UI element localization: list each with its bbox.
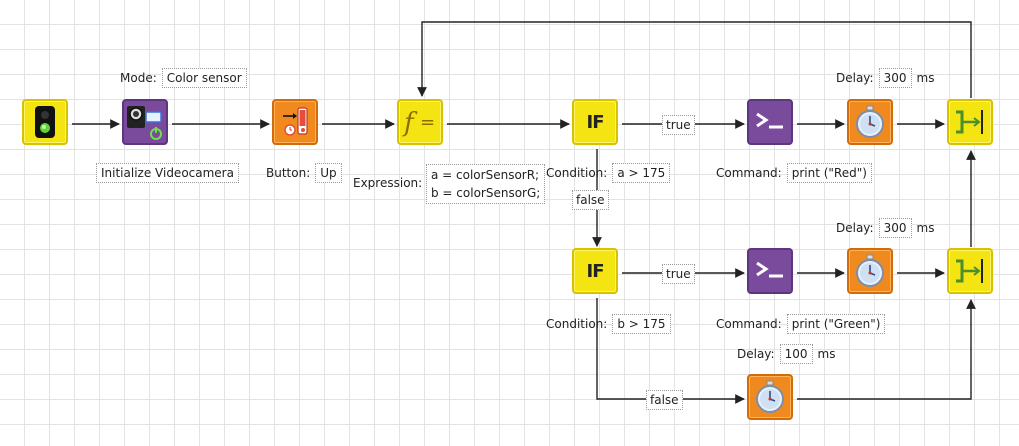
expression-block[interactable]: f = — [397, 99, 443, 145]
init-videocamera-block[interactable] — [122, 99, 168, 145]
if2-condition-label: Condition: b > 175 — [546, 314, 671, 334]
delay3-value[interactable]: 100 — [779, 344, 813, 364]
button-block[interactable] — [272, 99, 318, 145]
wire-loop-back — [417, 21, 972, 98]
cmd1-label: Command: print ("Red") — [716, 163, 872, 183]
merge-icon — [956, 259, 983, 283]
stopwatch-icon — [856, 105, 884, 138]
command-block-2[interactable] — [747, 248, 793, 294]
edge-if2-true: true — [662, 264, 695, 284]
delay1-label: Delay: 300 ms — [836, 68, 934, 88]
if-block-1[interactable]: IF — [572, 99, 618, 145]
expression-line-2: b = colorSensorG; — [431, 186, 541, 200]
delay2-label: Delay: 300 ms — [836, 218, 934, 238]
if-block-2[interactable]: IF — [572, 248, 618, 294]
if1-condition-value[interactable]: a > 175 — [612, 163, 671, 183]
wire-if2-delay3 — [596, 298, 745, 404]
expression-value[interactable]: a = colorSensorR; b = colorSensorG; — [426, 164, 546, 204]
init-mode-label: Mode: Color sensor — [120, 68, 247, 88]
terminal-icon — [756, 261, 783, 278]
cmd1-value[interactable]: print ("Red") — [786, 163, 872, 183]
merge-block-1[interactable] — [947, 99, 993, 145]
traffic-light-icon — [35, 106, 55, 138]
delay2-unit: ms — [916, 221, 935, 235]
if-icon: IF — [586, 260, 605, 282]
delay1-unit: ms — [916, 71, 935, 85]
delay-block-3[interactable] — [747, 374, 793, 420]
delay-block-2[interactable] — [847, 248, 893, 294]
delay2-value[interactable]: 300 — [878, 218, 912, 238]
stopwatch-icon — [756, 380, 784, 413]
button-value[interactable]: Up — [315, 163, 342, 183]
cmd2-label: Command: print ("Green") — [716, 314, 886, 334]
expression-label: Expression: — [353, 176, 423, 190]
if1-condition-label: Condition: a > 175 — [546, 163, 671, 183]
init-caption: Initialize Videocamera — [96, 163, 239, 183]
init-mode-value[interactable]: Color sensor — [161, 68, 247, 88]
if-icon: IF — [586, 111, 605, 133]
edge-if2-false: false — [646, 390, 683, 410]
delay3-label: Delay: 100 ms — [737, 344, 835, 364]
videocamera-icon — [127, 106, 162, 140]
terminal-icon — [756, 112, 783, 129]
svg-text:f: f — [402, 108, 418, 138]
merge-block-2[interactable] — [947, 248, 993, 294]
edge-if1-true: true — [662, 115, 695, 135]
button-label: Button: Up — [266, 163, 342, 183]
cmd2-value[interactable]: print ("Green") — [786, 314, 886, 334]
wire-delay3-merge2 — [797, 299, 976, 400]
command-block-1[interactable] — [747, 99, 793, 145]
expression-line-1: a = colorSensorR; — [431, 168, 540, 182]
merge-icon — [956, 110, 983, 134]
delay3-unit: ms — [817, 347, 836, 361]
svg-text:=: = — [420, 112, 435, 133]
button-press-icon — [283, 107, 308, 136]
edge-if1-false: false — [572, 190, 609, 210]
function-icon: f = — [402, 108, 435, 138]
delay-block-1[interactable] — [847, 99, 893, 145]
start-block[interactable] — [22, 99, 68, 145]
if2-condition-value[interactable]: b > 175 — [612, 314, 671, 334]
delay1-value[interactable]: 300 — [878, 68, 912, 88]
stopwatch-icon — [856, 254, 884, 287]
